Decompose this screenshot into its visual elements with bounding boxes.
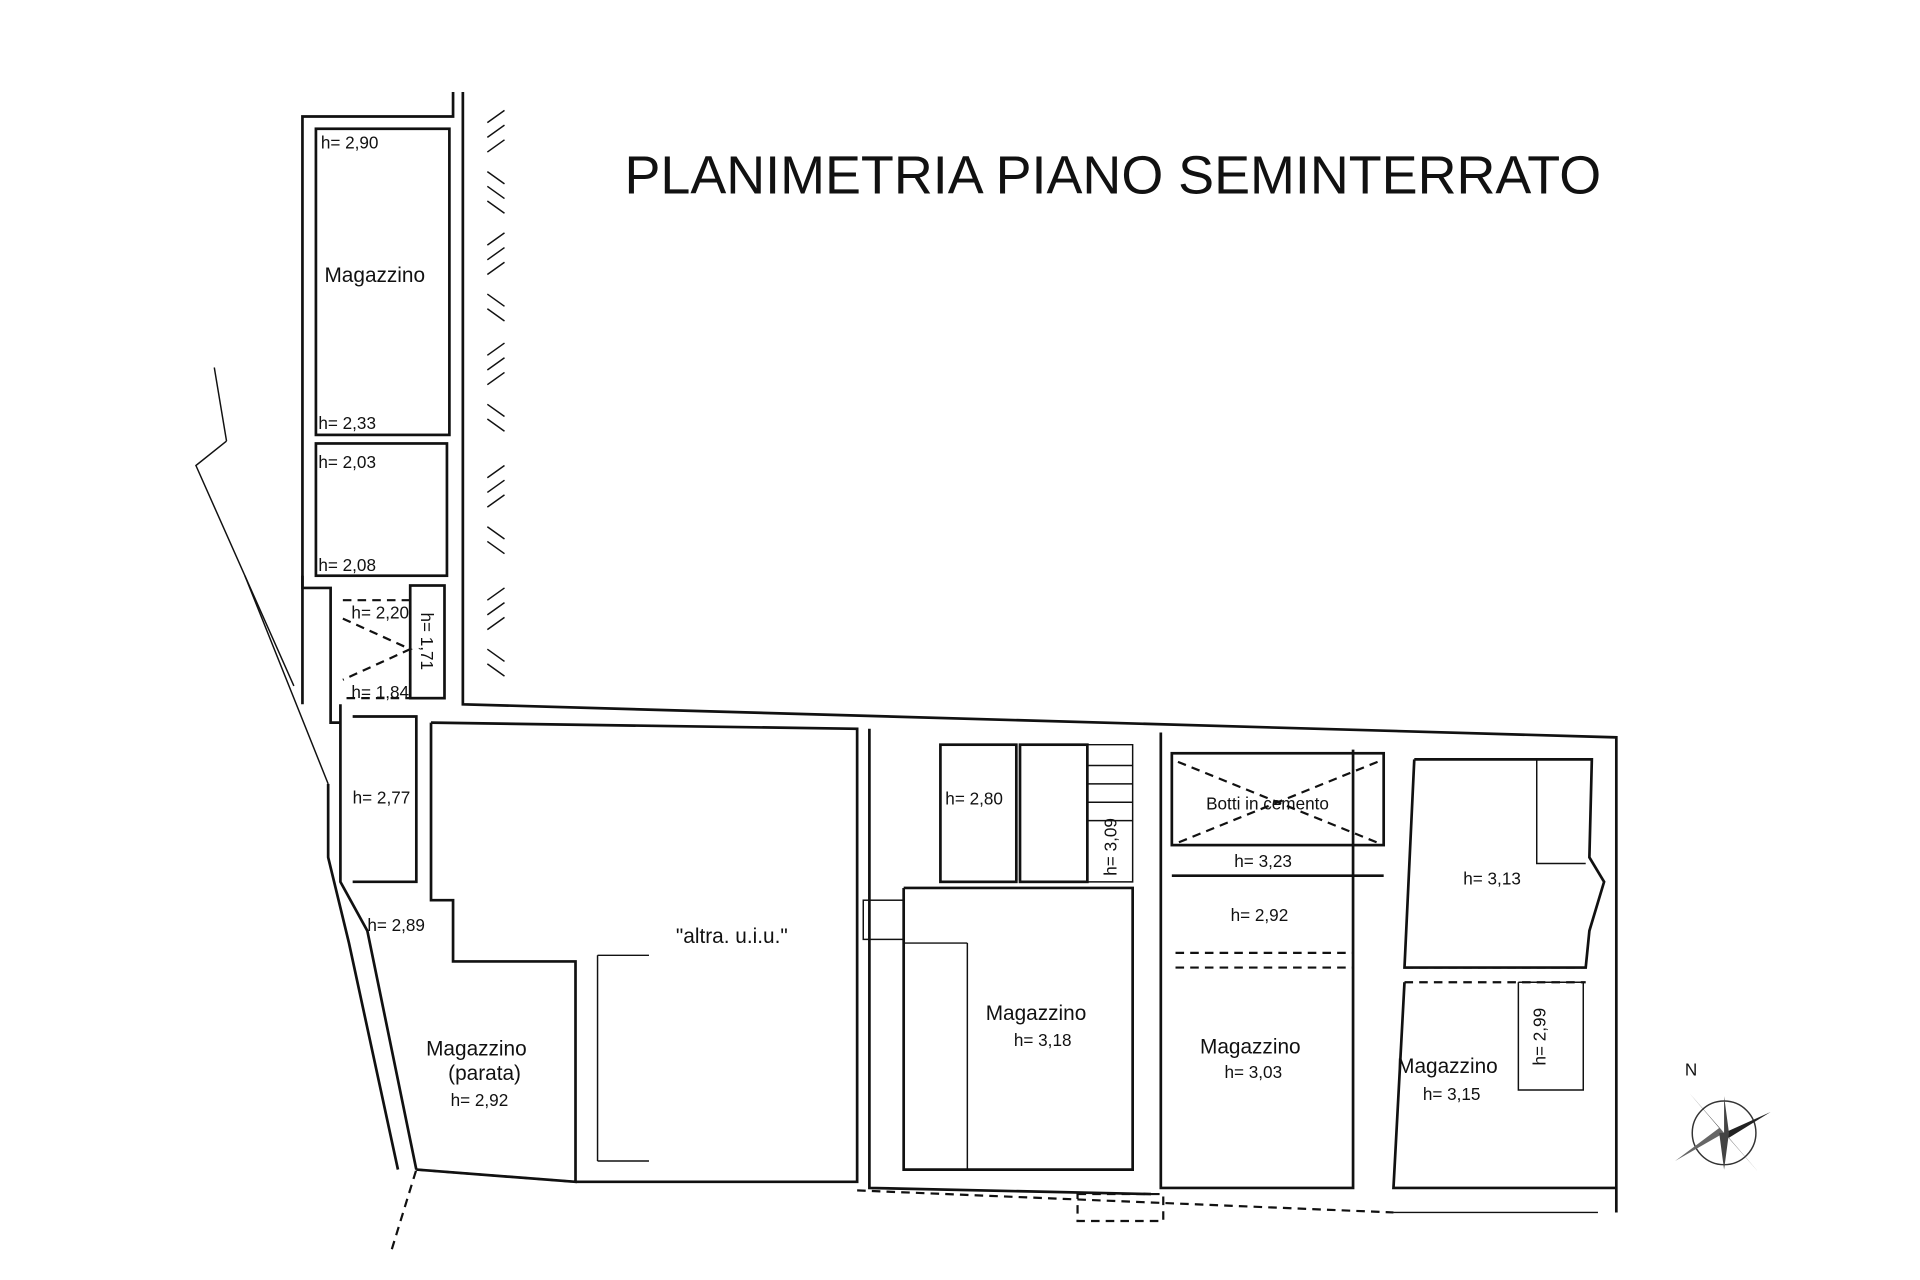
room-labels: h= 2,90 Magazzino h= 2,33 h= 2,03 h= 2,0… <box>318 132 1549 1110</box>
label-central-storage: Magazzino <box>986 1002 1087 1025</box>
walls <box>195 92 1618 1250</box>
label-h-292-parata: h= 2,92 <box>451 1090 509 1110</box>
label-h-299: h= 2,99 <box>1529 1008 1549 1066</box>
label-h-313: h= 3,13 <box>1463 868 1521 888</box>
plan-title: PLANIMETRIA PIANO SEMINTERRATO <box>624 146 1601 206</box>
label-other-unit: "altra. u.i.u." <box>676 925 788 948</box>
compass-north-label: N <box>1685 1059 1697 1079</box>
label-h-315: h= 3,15 <box>1423 1084 1481 1104</box>
label-h-220: h= 2,20 <box>351 603 409 623</box>
label-h-292: h= 2,92 <box>1231 905 1289 925</box>
label-h-203: h= 2,03 <box>318 452 376 472</box>
label-north-storage: Magazzino <box>324 264 425 287</box>
label-parata-storage: Magazzino <box>426 1038 527 1061</box>
label-h-318: h= 3,18 <box>1014 1030 1072 1050</box>
label-h-303: h= 3,03 <box>1224 1062 1282 1082</box>
label-east-middle-storage: Magazzino <box>1200 1035 1301 1058</box>
label-h-290: h= 2,90 <box>321 132 379 152</box>
label-east-bottom-storage: Magazzino <box>1397 1055 1498 1078</box>
label-botti: Botti in cemento <box>1206 794 1329 814</box>
compass-rose: N <box>1675 1059 1771 1173</box>
label-h-208: h= 2,08 <box>318 555 376 575</box>
label-h-309: h= 3,09 <box>1101 818 1121 876</box>
label-h-277: h= 2,77 <box>353 787 411 807</box>
label-h-280: h= 2,80 <box>945 789 1003 809</box>
label-parata-sub: (parata) <box>448 1062 521 1085</box>
compass-icon <box>1675 1093 1771 1173</box>
label-h-289: h= 2,89 <box>367 915 425 935</box>
embankment-hatching <box>486 109 505 677</box>
label-h-171: h= 1,71 <box>417 612 437 670</box>
label-h-233: h= 2,33 <box>318 413 376 433</box>
label-h-323: h= 3,23 <box>1234 851 1292 871</box>
label-h-184: h= 1,84 <box>351 682 409 702</box>
